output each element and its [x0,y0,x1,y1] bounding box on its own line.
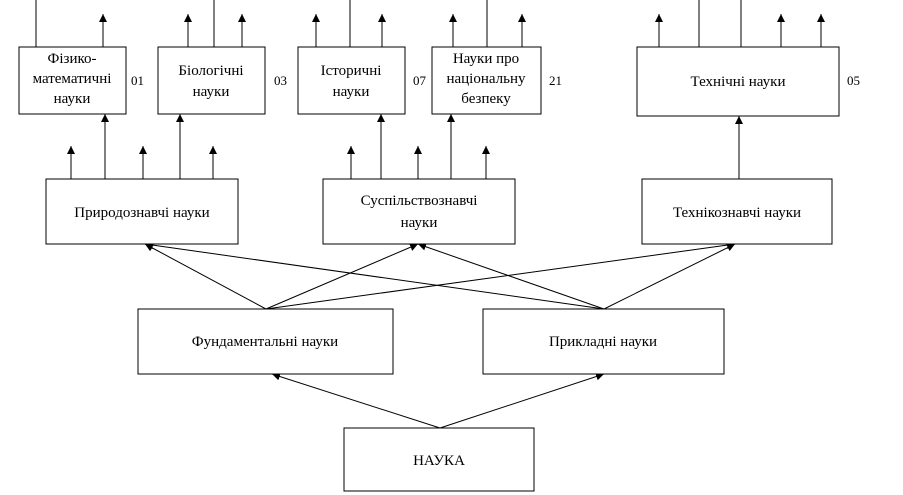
social-sciences-line-2: науки [401,215,438,231]
security-line-3: безпеку [461,91,511,107]
physmath-line-2: математичні [33,71,112,87]
box-fundamental-sciences: Фундаментальні науки [137,308,394,375]
arrow-applied-to-technical [603,243,736,310]
box-technical-sciences: Технікознавчі науки [641,178,833,245]
arrow-fundamental-to-social [265,243,419,310]
biology-line-2: науки [193,84,230,100]
level1-connectors [144,241,736,310]
arrow-fundamental-to-natural [144,243,267,310]
root-connectors [271,372,605,429]
arrow-applied-to-natural [144,241,605,310]
natural-sciences-label: Природознавчі науки [74,205,209,221]
arrow-root-to-fundamental [271,372,441,429]
arrow-fundamental-to-technical [265,241,736,310]
biology-line-1: Біологічні [178,63,243,79]
physmath-code: 01 [131,73,144,88]
field-box-physmath: Фізико- математичні науки [18,46,127,115]
technical-sciences-label: Технікознавчі науки [673,205,801,221]
security-line-1: Науки про [453,51,519,67]
box-natural-sciences: Природознавчі науки [45,178,239,245]
social-sciences-line-1: Суспільствознавчі [361,193,478,209]
history-line-1: Історичні [321,63,382,79]
engineering-code: 05 [847,73,860,88]
security-line-2: національну [446,71,526,87]
arrow-root-to-applied [439,372,605,429]
fundamental-sciences-label: Фундаментальні науки [192,334,338,350]
field-box-history: Історичні науки [297,46,406,115]
field-box-biology: Біологічні науки [157,46,266,115]
box-social-sciences: Суспільствознавчі науки [322,178,516,245]
field-box-engineering: Технічні науки [636,46,840,117]
box-root-science: НАУКА [343,427,535,492]
applied-sciences-label: Прикладні науки [549,334,657,350]
field-box-security: Науки про національну безпеку [431,46,542,115]
physmath-line-3: науки [54,91,91,107]
engineering-line-1: Технічні науки [691,74,786,90]
field-connectors [35,0,825,47]
history-code: 07 [413,73,427,88]
physmath-line-1: Фізико- [48,51,97,67]
level2-connectors [67,114,743,179]
box-applied-sciences: Прикладні науки [482,308,725,375]
arrow-applied-to-social [417,242,605,310]
history-line-2: науки [333,84,370,100]
root-science-label: НАУКА [413,453,465,469]
security-code: 21 [549,73,562,88]
biology-code: 03 [274,73,287,88]
